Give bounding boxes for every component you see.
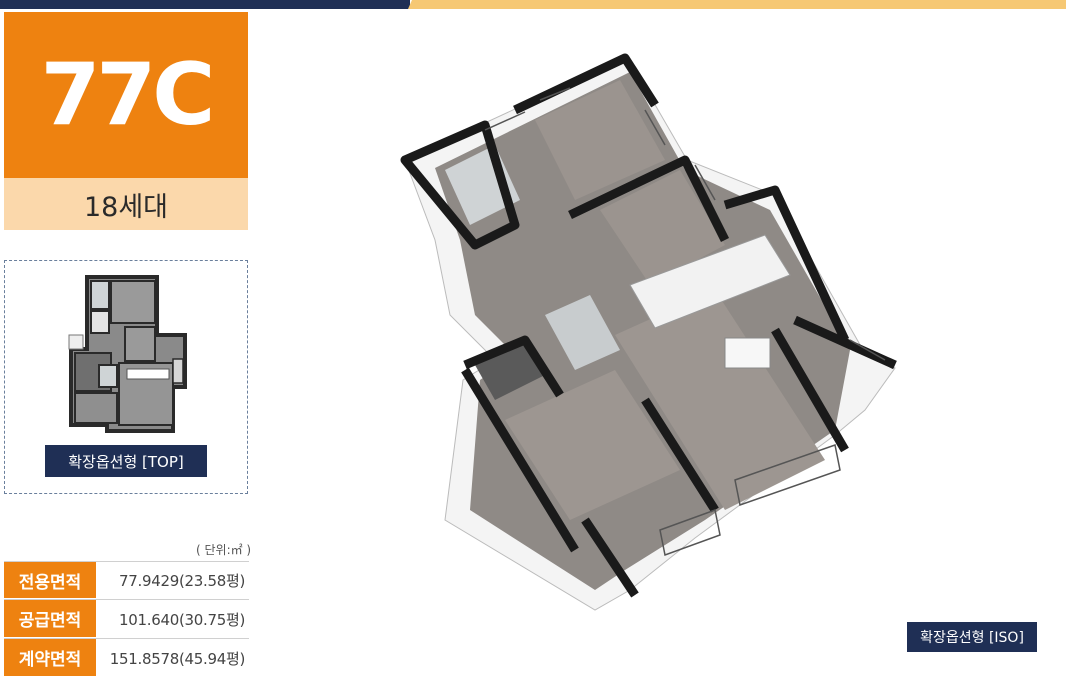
area-label: 계약면적 xyxy=(4,639,96,677)
unit-type-badge: 77C xyxy=(4,12,248,178)
area-row-exclusive: 전용면적 77.9429(23.58평) xyxy=(4,561,249,600)
unit-type-label: 77C xyxy=(40,45,216,145)
household-count-label: 18세대 xyxy=(83,191,169,223)
household-count-box: 18세대 xyxy=(4,178,248,230)
area-value: 151.8578(45.94평) xyxy=(109,649,246,668)
area-row-contract: 계약면적 151.8578(45.94평) xyxy=(4,639,249,677)
top-view-caption: 확장옵션형 [TOP] xyxy=(45,445,207,477)
area-value: 77.9429(23.58평) xyxy=(119,572,245,590)
iso-view-caption: 확장옵션형 [ISO] xyxy=(907,622,1037,652)
area-table: 전용면적 77.9429(23.58평) 공급면적 101.640(30.75평… xyxy=(4,561,249,677)
top-view-floorplan-image xyxy=(67,275,187,433)
area-label: 공급면적 xyxy=(4,600,96,638)
top-accent-bar-navy xyxy=(0,0,410,9)
isometric-floorplan-image[interactable] xyxy=(395,50,910,615)
top-view-thumbnail[interactable]: 확장옵션형 [TOP] xyxy=(4,260,248,494)
area-value: 101.640(30.75평) xyxy=(119,610,245,629)
area-label: 전용면적 xyxy=(4,562,96,599)
area-row-supply: 공급면적 101.640(30.75평) xyxy=(4,600,249,639)
top-accent-bar-gold xyxy=(408,0,1066,9)
unit-note: ( 단위:㎡ ) xyxy=(196,543,252,557)
